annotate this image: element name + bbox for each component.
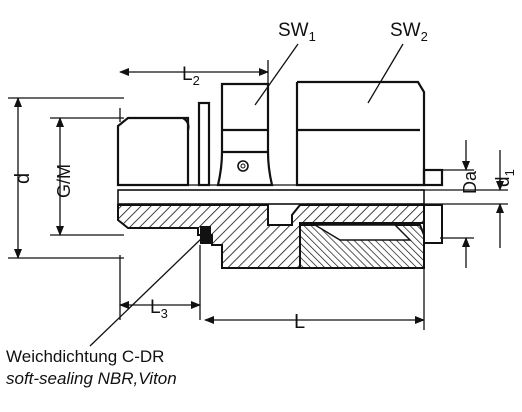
sw2-label: SW2 bbox=[390, 20, 428, 44]
da-label: Da bbox=[460, 170, 480, 194]
soft-seal bbox=[200, 226, 211, 244]
sw1-label: SW1 bbox=[278, 20, 316, 44]
caption-english: soft-sealing NBR,Viton bbox=[6, 369, 177, 388]
g-m-label: G/M bbox=[54, 164, 74, 198]
l-label: L bbox=[294, 311, 305, 333]
seal-indicator-circle bbox=[237, 160, 249, 172]
lower-section bbox=[117, 189, 443, 269]
d1-label: d1 bbox=[493, 169, 517, 187]
caption-german: Weichdichtung C-DR bbox=[6, 347, 165, 366]
d-label: d bbox=[12, 173, 34, 184]
upper-outline bbox=[116, 80, 444, 187]
l2-label: L2 bbox=[182, 64, 200, 88]
dimension-lines bbox=[8, 43, 508, 347]
l3-label: L3 bbox=[150, 297, 168, 321]
